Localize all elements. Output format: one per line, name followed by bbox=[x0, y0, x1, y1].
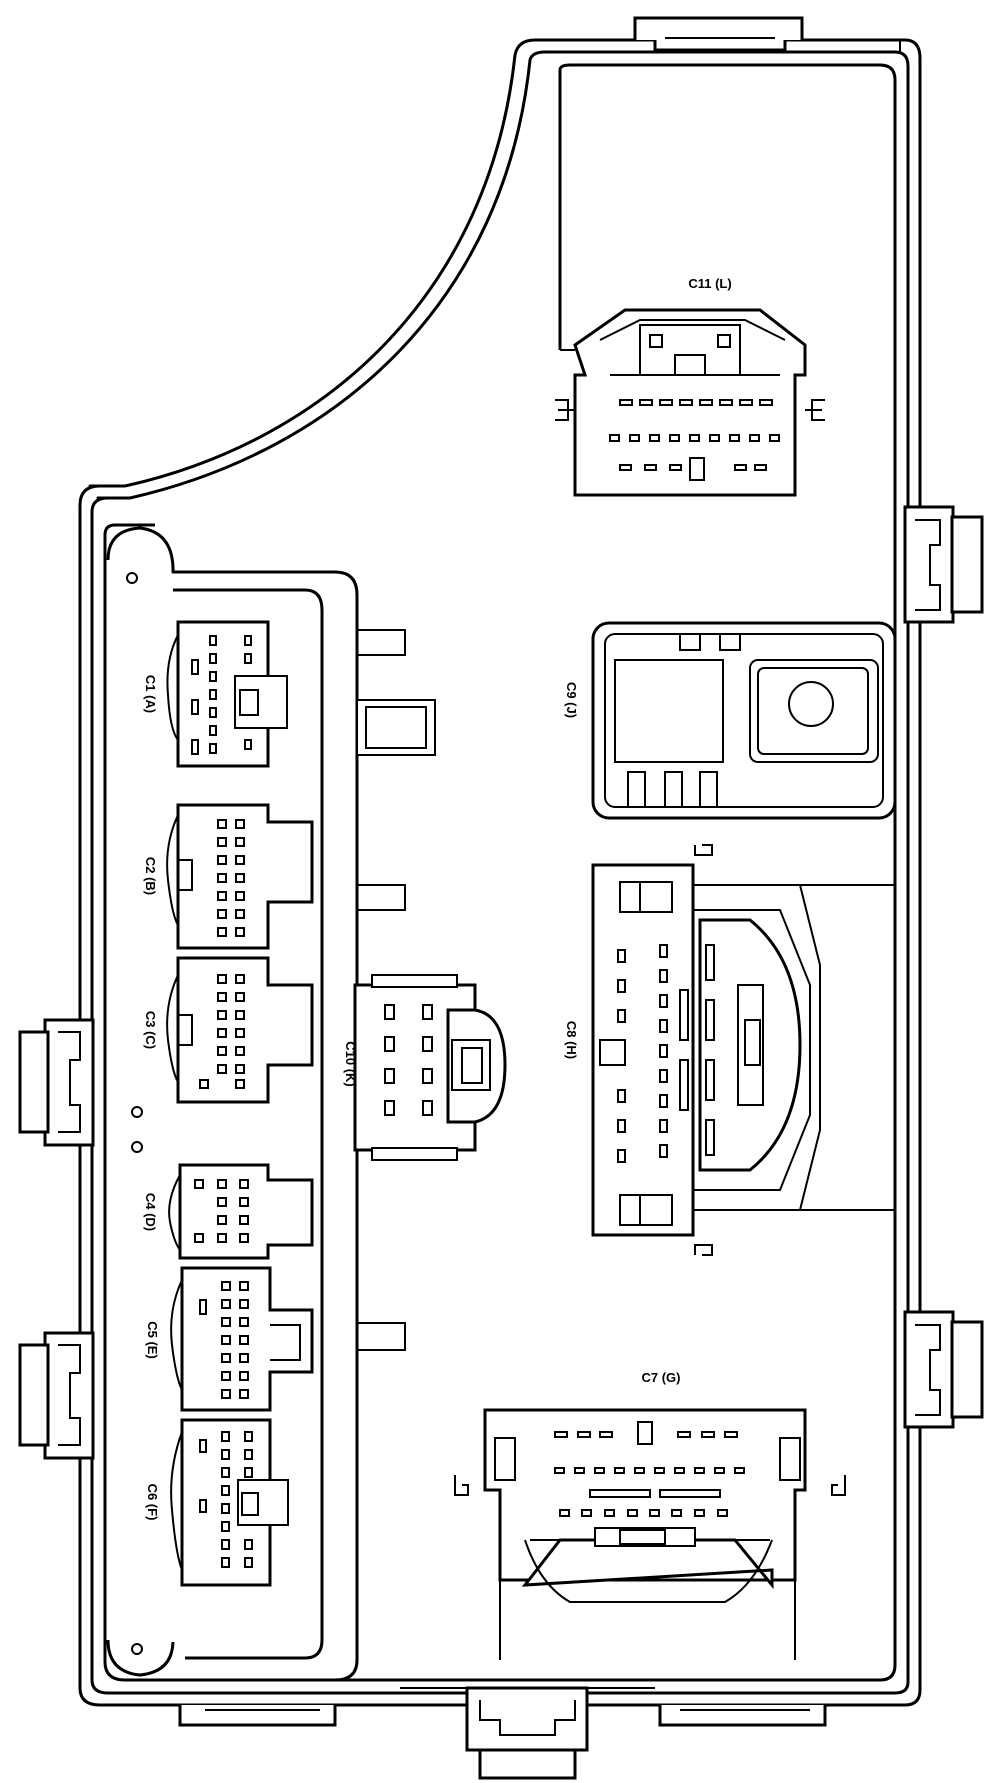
top-mounting-tab bbox=[633, 16, 804, 52]
housing bbox=[78, 38, 922, 1707]
connector-c2 bbox=[166, 803, 314, 950]
left-mounting-tab-upper bbox=[18, 1018, 95, 1147]
connector-c8 bbox=[591, 844, 895, 1256]
label-c1: C1 (A) bbox=[143, 675, 158, 713]
mounting-holes bbox=[126, 572, 143, 1655]
left-connector-carrier bbox=[106, 526, 359, 1682]
connector-c7 bbox=[454, 1408, 846, 1660]
connector-c9 bbox=[591, 621, 897, 820]
label-c5: C5 (E) bbox=[145, 1321, 160, 1359]
label-c2: C2 (B) bbox=[143, 857, 158, 895]
bottom-mounting-tabs bbox=[178, 1686, 827, 1780]
right-mounting-tab-upper bbox=[903, 505, 984, 624]
connector-c3 bbox=[166, 956, 314, 1104]
label-c3: C3 (C) bbox=[143, 1011, 158, 1049]
label-c9: C9 (J) bbox=[564, 682, 579, 718]
left-mounting-tab-lower bbox=[18, 1331, 95, 1460]
connector-labels: C1 (A) C2 (B) C3 (C) C4 (D) C5 (E) C6 (F… bbox=[143, 276, 732, 1520]
connector-c4 bbox=[168, 1163, 314, 1260]
connector-c11 bbox=[555, 308, 825, 497]
connector-c1 bbox=[166, 620, 288, 768]
label-c8: C8 (H) bbox=[564, 1021, 579, 1059]
label-c10: C10 (K) bbox=[343, 1041, 358, 1087]
connector-c10 bbox=[353, 974, 507, 1161]
label-c6: C6 (F) bbox=[145, 1484, 160, 1521]
label-c7: C7 (G) bbox=[642, 1370, 681, 1385]
right-mounting-tab-lower bbox=[903, 1310, 984, 1429]
connector-c5 bbox=[170, 1266, 314, 1412]
connector-c6 bbox=[170, 1418, 289, 1587]
carrier-stubs bbox=[356, 629, 436, 1351]
label-c4: C4 (D) bbox=[143, 1193, 158, 1231]
label-c11: C11 (L) bbox=[688, 276, 731, 291]
